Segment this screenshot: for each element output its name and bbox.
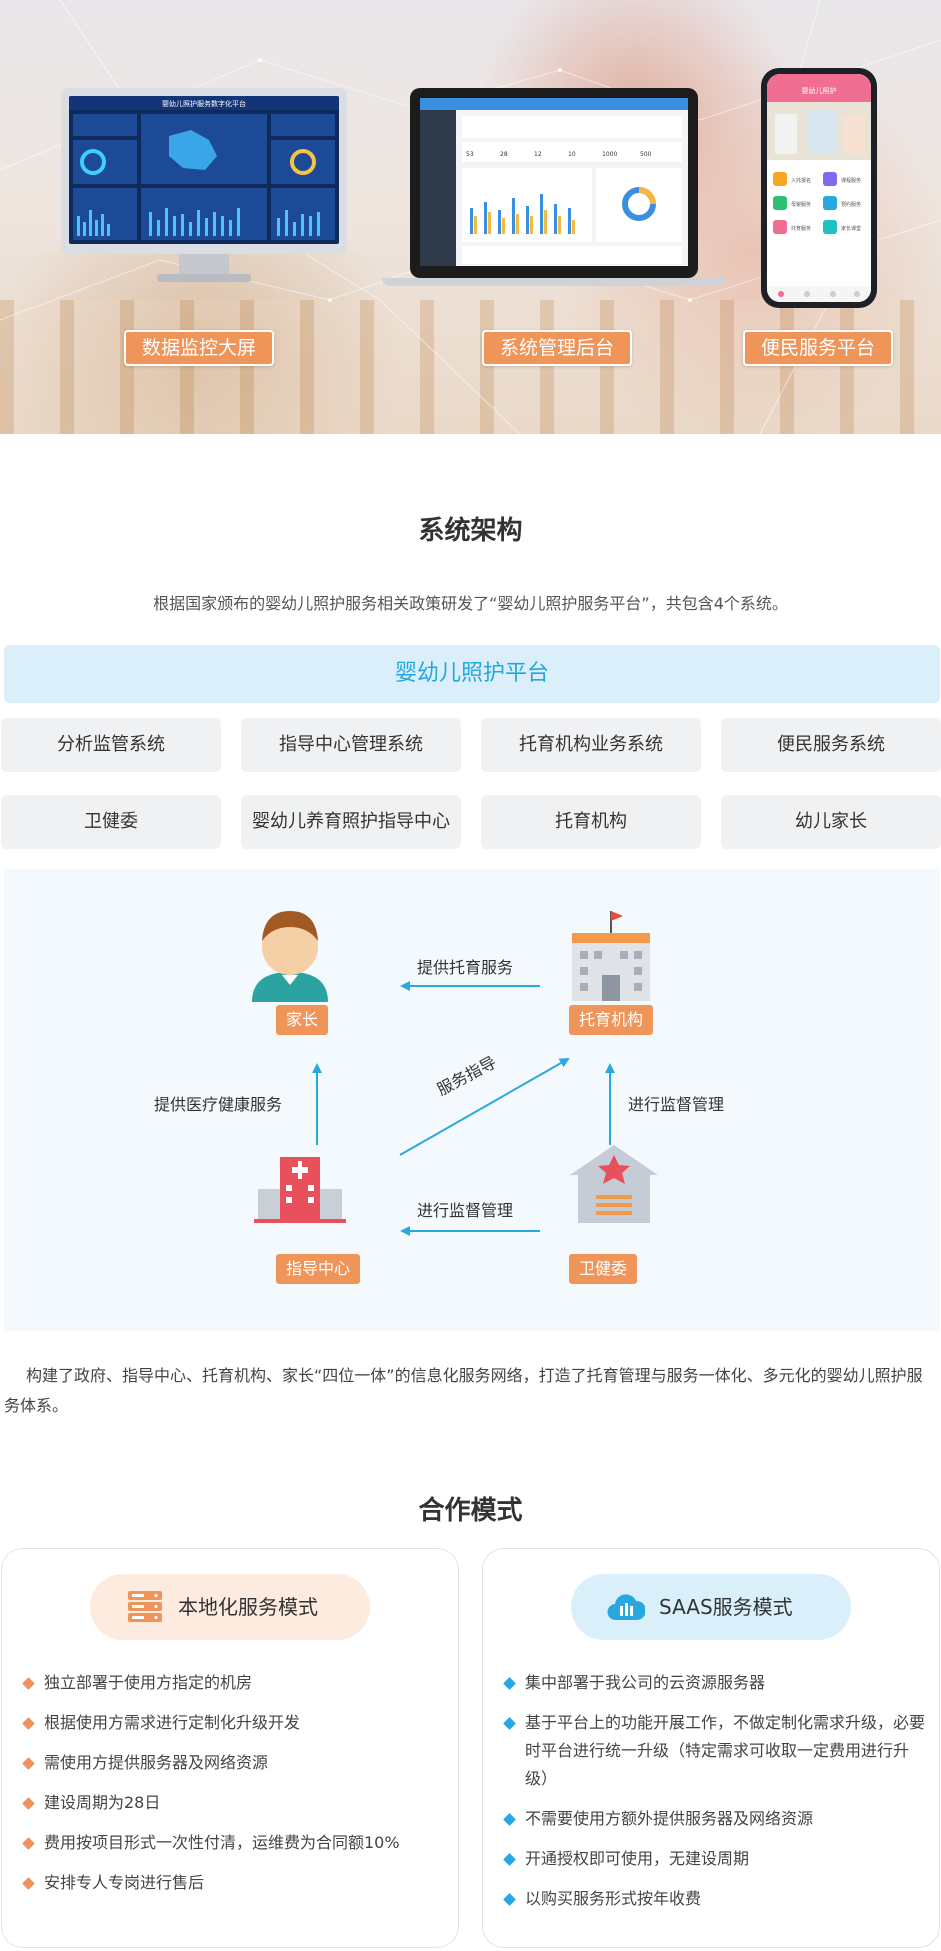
diamond-bullet-icon [503,1813,516,1826]
mobile-preview: 婴幼儿照护 入托报名 课程服务 母婴服务 预约服务 托育服务 [767,74,871,302]
phone-menu-3: 母婴服务 [791,201,811,208]
monitor-screen-title: 婴幼儿照护服务数字化平台 [162,99,246,108]
label-mobile-service: 便民服务平台 [743,330,893,366]
monitor-screen: 婴幼儿照护服务数字化平台 [69,96,339,244]
list-item: 费用按项目形式一次性付清，运维费为合同额10% [22,1829,444,1857]
diamond-bullet-icon [22,1717,35,1730]
architecture-intro: 根据国家颁布的婴幼儿照护服务相关政策研发了“婴幼儿照护服务平台”，共包含4个系统… [153,594,788,613]
saas-mode-title: SAAS服务模式 [659,1595,793,1619]
phone-device: 婴幼儿照护 入托报名 课程服务 母婴服务 预约服务 托育服务 [761,68,877,308]
cloud-icon [607,1594,645,1621]
diamond-bullet-icon [503,1853,516,1866]
phone-menu-1: 入托报名 [791,177,811,184]
local-mode-title: 本地化服务模式 [178,1595,318,1619]
list-item: 基于平台上的功能开展工作，不做定制化需求升级，必要时平台进行统一升级（特定需求可… [503,1709,925,1793]
list-item: 需使用方提供服务器及网络资源 [22,1749,444,1777]
admin-preview: 53 28 12 10 1000 500 [420,98,688,266]
stat-2: 28 [500,151,508,158]
phone-menu-4: 预约服务 [841,201,861,208]
system-convenience: 便民服务系统 [721,718,941,772]
list-item: 集中部署于我公司的云资源服务器 [503,1669,925,1697]
architecture-title: 系统架构 [418,516,523,546]
system-analysis: 分析监管系统 [1,718,221,772]
health-commission-icon [570,1145,658,1223]
role-guidance-center: 婴幼儿养育照护指导中心 [241,795,461,849]
cooperation-title: 合作模式 [418,1496,523,1526]
edge-supervise-guidance: 进行监督管理 [417,1201,514,1220]
hero-banner: 婴幼儿照护服务数字化平台 [0,0,941,434]
phone-menu-5: 托育服务 [791,225,811,232]
saas-mode-header: SAAS服务模式 [571,1574,851,1640]
node-parent: 家长 [276,1005,329,1035]
role-parent: 幼儿家长 [721,795,941,849]
edge-supervise-institution: 进行监督管理 [628,1095,725,1114]
laptop-screen: 53 28 12 10 1000 500 [420,98,688,266]
local-mode-header: 本地化服务模式 [90,1574,370,1640]
system-institution: 托育机构业务系统 [481,718,701,772]
system-guidance: 指导中心管理系统 [241,718,461,772]
list-item: 不需要使用方额外提供服务器及网络资源 [503,1805,925,1833]
architecture-summary: 构建了政府、指导中心、托育机构、家长“四位一体”的信息化服务网络，打造了托育管理… [4,1366,923,1415]
list-item: 建设周期为28日 [22,1789,444,1817]
dashboard-preview: 婴幼儿照护服务数字化平台 [69,96,339,240]
label-admin-backend: 系统管理后台 [482,330,632,366]
laptop-device: 53 28 12 10 1000 500 [382,88,726,288]
stat-4: 10 [568,151,576,158]
parent-icon [252,911,328,1002]
diamond-bullet-icon [503,1893,516,1906]
diamond-bullet-icon [22,1877,35,1890]
phone-header-title: 婴幼儿照护 [802,86,837,95]
institution-icon [572,911,650,1001]
laptop-base [382,278,726,286]
platform-bar: 婴幼儿照护平台 [4,645,940,703]
saas-mode-list: 集中部署于我公司的云资源服务器 基于平台上的功能开展工作，不做定制化需求升级，必… [503,1669,925,1925]
label-data-monitor: 数据监控大屏 [124,330,274,366]
diamond-bullet-icon [22,1837,35,1850]
phone-menu-6: 家长课堂 [841,225,861,232]
local-mode-list: 独立部署于使用方指定的机房 根据使用方需求进行定制化升级开发 需使用方提供服务器… [22,1669,444,1909]
edge-provide-medical: 提供医疗健康服务 [154,1095,283,1114]
server-icon [128,1591,162,1622]
card-saas-mode: SAAS服务模式 集中部署于我公司的云资源服务器 基于平台上的功能开展工作，不做… [482,1548,940,1948]
node-health-commission: 卫健委 [569,1254,638,1284]
list-item: 安排专人专岗进行售后 [22,1869,444,1897]
diamond-bullet-icon [22,1797,35,1810]
diamond-bullet-icon [22,1677,35,1690]
relationship-diagram: 家长 托育机构 指导中心 卫健委 提供托育服务 提供医疗健康服务 服务指导 进行… [4,869,940,1331]
diamond-bullet-icon [503,1717,516,1730]
stat-6: 500 [640,151,652,158]
arrow-guidance-to-inst [399,1058,570,1156]
list-item: 以购买服务形式按年收费 [503,1885,925,1913]
role-health-commission: 卫健委 [1,795,221,849]
list-item: 开通授权即可使用，无建设周期 [503,1845,925,1873]
stat-3: 12 [534,151,542,158]
edge-provide-care: 提供托育服务 [417,958,514,977]
monitor-stand [179,254,229,274]
stat-1: 53 [466,151,474,158]
node-guidance-center: 指导中心 [276,1254,361,1284]
list-item: 根据使用方需求进行定制化升级开发 [22,1709,444,1737]
role-institution: 托育机构 [481,795,701,849]
diamond-bullet-icon [22,1757,35,1770]
node-institution: 托育机构 [569,1005,654,1035]
hospital-icon [254,1157,346,1223]
phone-menu-2: 课程服务 [841,177,861,184]
hero-bg-crib [0,300,941,434]
list-item: 独立部署于使用方指定的机房 [22,1669,444,1697]
diamond-bullet-icon [503,1677,516,1690]
monitor-base [157,274,251,282]
monitor-device: 婴幼儿照护服务数字化平台 [61,88,347,284]
diagram-graphics [252,911,658,1236]
stat-5: 1000 [602,151,617,158]
card-local-mode: 本地化服务模式 独立部署于使用方指定的机房 根据使用方需求进行定制化升级开发 需… [1,1548,459,1948]
phone-screen: 婴幼儿照护 入托报名 课程服务 母婴服务 预约服务 托育服务 [767,74,871,302]
